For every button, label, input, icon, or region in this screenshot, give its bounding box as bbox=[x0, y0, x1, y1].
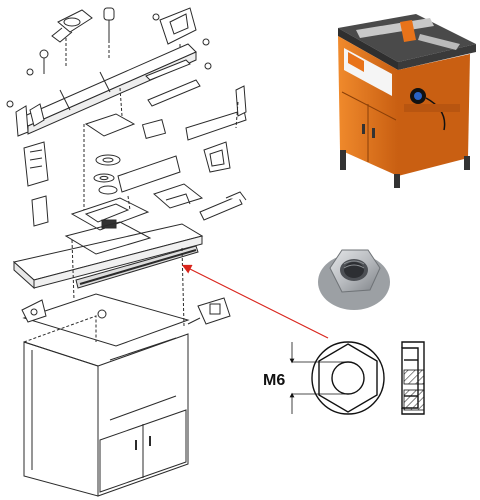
callout-arrow bbox=[181, 264, 329, 339]
fence-knob bbox=[103, 7, 115, 60]
screws-top bbox=[6, 13, 212, 108]
dimension-label: M6 bbox=[263, 372, 285, 389]
dust-port-part bbox=[51, 9, 93, 68]
router-plate bbox=[70, 197, 150, 231]
clamp-part bbox=[203, 141, 231, 173]
insert-plate bbox=[84, 113, 136, 137]
assembly-guidelines bbox=[71, 87, 185, 327]
miter-fence bbox=[117, 155, 247, 221]
cmt-router-table-photo bbox=[338, 14, 476, 188]
manual-booklet bbox=[23, 141, 49, 227]
power-switch-part bbox=[187, 297, 231, 325]
cabinet-body bbox=[22, 293, 190, 497]
guard-part bbox=[159, 7, 197, 58]
reducer-rings bbox=[93, 154, 121, 195]
router-table-exploded-diagram bbox=[6, 7, 247, 497]
table-top bbox=[12, 221, 204, 290]
side-blocks bbox=[141, 59, 247, 141]
flange-nut-technical-drawing bbox=[289, 341, 425, 415]
hardware-left bbox=[21, 299, 107, 323]
flange-nut-photo bbox=[318, 249, 390, 310]
